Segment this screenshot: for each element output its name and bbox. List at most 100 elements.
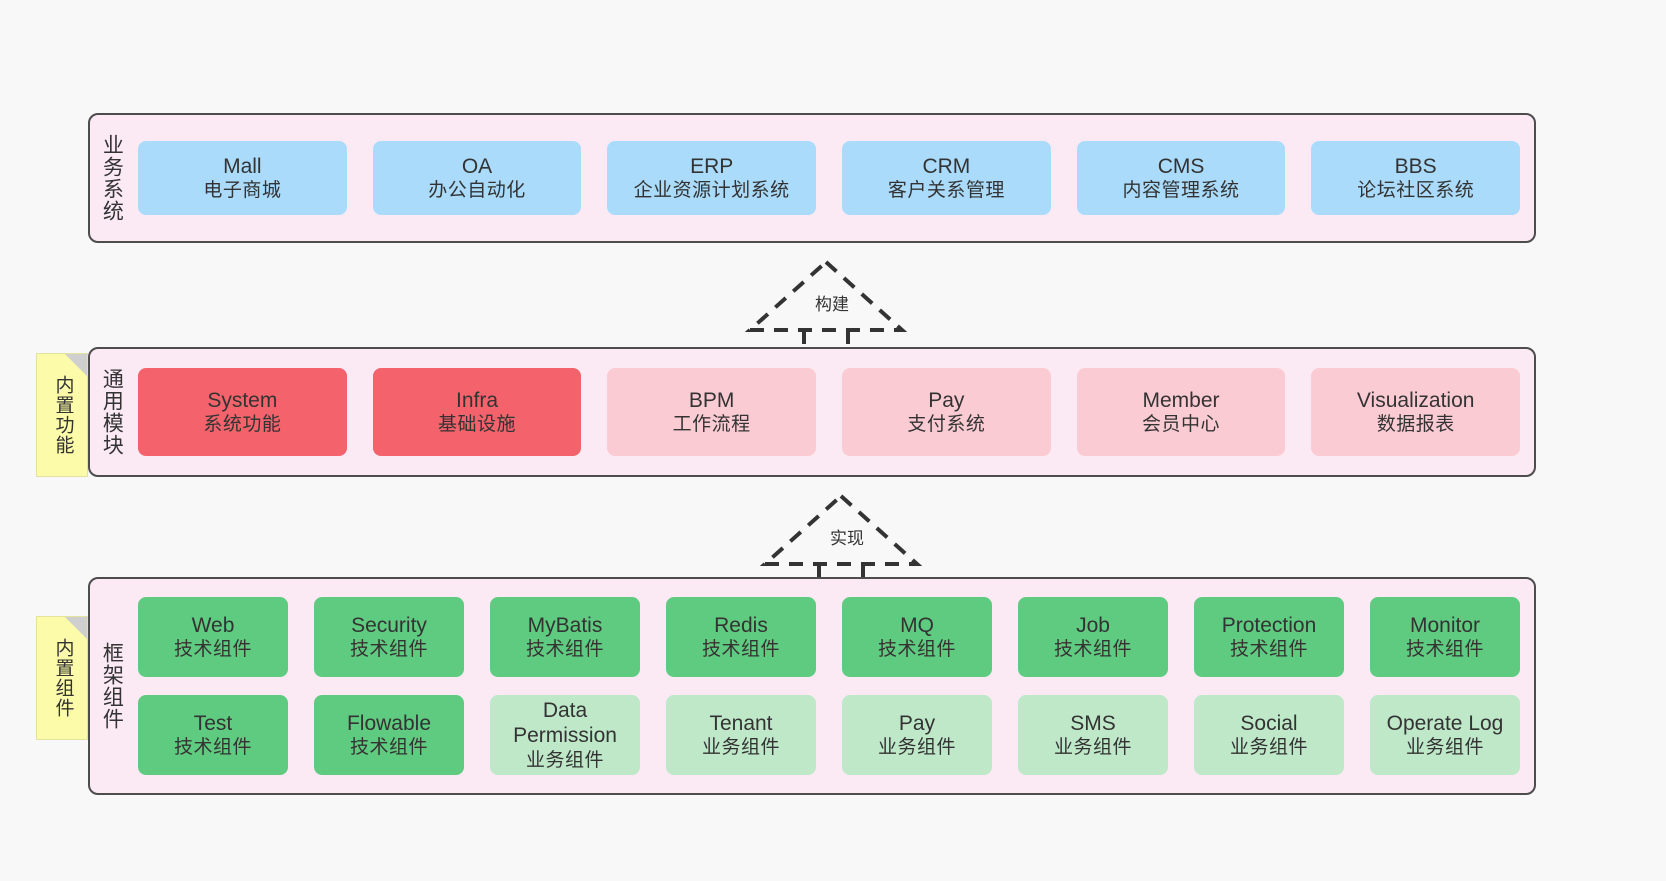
card-title-en: Security: [351, 613, 427, 637]
card-title-cn: 论坛社区系统: [1357, 180, 1475, 202]
arrow-head-triangle: [759, 493, 923, 566]
card-flowable[interactable]: Flowable 技术组件: [314, 695, 464, 775]
layer-framework-components: 框架组件 Web 技术组件 Security 技术组件 MyBatis 技术组件…: [88, 577, 1536, 795]
card-data-permission[interactable]: Data Permission 业务组件: [490, 695, 640, 775]
card-title-cn: 技术组件: [1405, 639, 1484, 661]
layer-body-framework-components: Web 技术组件 Security 技术组件 MyBatis 技术组件 Redi…: [132, 579, 1534, 793]
connector-label-implement: 实现: [828, 524, 866, 549]
card-title-cn: 业务组件: [1053, 737, 1132, 759]
card-cms[interactable]: CMS 内容管理系统: [1076, 141, 1286, 215]
sticky-note-builtin-components: 内置组件: [36, 616, 88, 740]
card-operate-log[interactable]: Operate Log 业务组件: [1370, 695, 1520, 775]
card-system[interactable]: System 系统功能: [138, 368, 347, 456]
card-title-en: Social: [1240, 711, 1298, 735]
card-title-en: Pay: [898, 711, 936, 735]
card-social[interactable]: Social 业务组件: [1194, 695, 1344, 775]
card-title-en: Member: [1142, 388, 1220, 412]
card-row: Test 技术组件 Flowable 技术组件 Data Permission …: [138, 695, 1520, 775]
card-security[interactable]: Security 技术组件: [314, 597, 464, 677]
card-title-en: Redis: [714, 613, 768, 637]
card-pay-business[interactable]: Pay 业务组件: [842, 695, 992, 775]
card-title-cn: 业务组件: [1229, 737, 1308, 759]
layer-label-common-modules: 通用模块: [100, 368, 124, 456]
card-title-cn: 系统功能: [203, 414, 282, 436]
card-mybatis[interactable]: MyBatis 技术组件: [490, 597, 640, 677]
card-visualization[interactable]: Visualization 数据报表: [1311, 368, 1521, 456]
page-fold-icon: [65, 354, 87, 376]
card-title-en: MQ: [900, 613, 934, 637]
card-crm[interactable]: CRM 客户关系管理: [842, 141, 1051, 215]
card-title-cn: 业务组件: [525, 750, 604, 772]
card-row: Web 技术组件 Security 技术组件 MyBatis 技术组件 Redi…: [138, 597, 1520, 677]
card-title-en: Web: [191, 613, 235, 637]
connector-implement: 实现: [759, 492, 923, 586]
card-protection[interactable]: Protection 技术组件: [1194, 597, 1344, 677]
card-title-cn: 客户关系管理: [887, 180, 1005, 202]
card-monitor[interactable]: Monitor 技术组件: [1370, 597, 1520, 677]
card-title-cn: 企业资源计划系统: [633, 180, 790, 202]
card-bpm[interactable]: BPM 工作流程: [607, 368, 817, 456]
card-title-cn: 工作流程: [672, 414, 751, 436]
card-tenant[interactable]: Tenant 业务组件: [666, 695, 816, 775]
card-title-cn: 技术组件: [173, 639, 252, 661]
card-erp[interactable]: ERP 企业资源计划系统: [607, 141, 817, 215]
sticky-note-label: 内置组件: [52, 638, 74, 718]
card-title-en: Visualization: [1356, 388, 1475, 412]
card-job[interactable]: Job 技术组件: [1018, 597, 1168, 677]
layer-label-framework-components: 框架组件: [100, 642, 124, 730]
card-title-en: CMS: [1157, 154, 1205, 178]
card-title-en: Test: [193, 711, 233, 735]
page-fold-icon: [65, 617, 87, 639]
card-title-cn: 技术组件: [701, 639, 780, 661]
card-title-cn: 技术组件: [173, 737, 252, 759]
card-test[interactable]: Test 技术组件: [138, 695, 288, 775]
card-title-cn: 业务组件: [701, 737, 780, 759]
card-title-cn: 会员中心: [1142, 414, 1221, 436]
card-title-cn: 业务组件: [877, 737, 956, 759]
card-title-en: Job: [1076, 613, 1110, 637]
card-title-en: MyBatis: [527, 613, 603, 637]
sticky-note-builtin-features: 内置功能: [36, 353, 88, 477]
card-title-en: Infra: [455, 388, 499, 412]
arrow-head-triangle: [744, 259, 908, 332]
card-title-cn: 技术组件: [525, 639, 604, 661]
card-mq[interactable]: MQ 技术组件: [842, 597, 992, 677]
card-title-en: ERP: [690, 154, 734, 178]
card-title-en: Monitor: [1409, 613, 1481, 637]
card-title-en: Data Permission: [513, 698, 617, 748]
card-title-en: Mall: [223, 154, 262, 178]
card-title-cn: 数据报表: [1376, 414, 1455, 436]
layer-label-business-systems: 业务系统: [100, 134, 124, 222]
card-title-cn: 技术组件: [349, 737, 428, 759]
card-bbs[interactable]: BBS 论坛社区系统: [1311, 141, 1521, 215]
layer-business-systems: 业务系统 Mall 电子商城 OA 办公自动化 ERP 企业资源计划系统 CRM: [88, 113, 1536, 243]
card-infra[interactable]: Infra 基础设施: [372, 368, 582, 456]
card-title-cn: 电子商城: [203, 180, 282, 202]
card-title-cn: 办公自动化: [428, 180, 526, 202]
card-web[interactable]: Web 技术组件: [138, 597, 288, 677]
card-title-cn: 基础设施: [438, 414, 517, 436]
card-title-en: Flowable: [346, 711, 432, 735]
card-title-en: Operate Log: [1386, 711, 1504, 735]
layer-common-modules: 通用模块 System 系统功能 Infra 基础设施 BPM 工作流程 Pay: [88, 347, 1536, 477]
layer-body-business-systems: Mall 电子商城 OA 办公自动化 ERP 企业资源计划系统 CRM 客户关系…: [132, 115, 1534, 241]
card-member[interactable]: Member 会员中心: [1076, 368, 1286, 456]
card-title-en: OA: [461, 154, 493, 178]
card-row: Mall 电子商城 OA 办公自动化 ERP 企业资源计划系统 CRM 客户关系…: [138, 141, 1521, 215]
card-mall[interactable]: Mall 电子商城: [138, 141, 347, 215]
card-redis[interactable]: Redis 技术组件: [666, 597, 816, 677]
sticky-note-label: 内置功能: [52, 375, 74, 455]
card-title-en: Protection: [1221, 613, 1317, 637]
connector-label-build: 构建: [813, 290, 851, 315]
card-title-en: System: [207, 388, 278, 412]
card-title-cn: 技术组件: [349, 639, 428, 661]
card-pay[interactable]: Pay 支付系统: [842, 368, 1051, 456]
card-title-cn: 内容管理系统: [1122, 180, 1240, 202]
card-title-cn: 技术组件: [877, 639, 956, 661]
card-oa[interactable]: OA 办公自动化: [372, 141, 582, 215]
card-title-cn: 业务组件: [1405, 737, 1484, 759]
card-sms[interactable]: SMS 业务组件: [1018, 695, 1168, 775]
card-title-cn: 支付系统: [907, 414, 986, 436]
card-title-en: BBS: [1394, 154, 1437, 178]
